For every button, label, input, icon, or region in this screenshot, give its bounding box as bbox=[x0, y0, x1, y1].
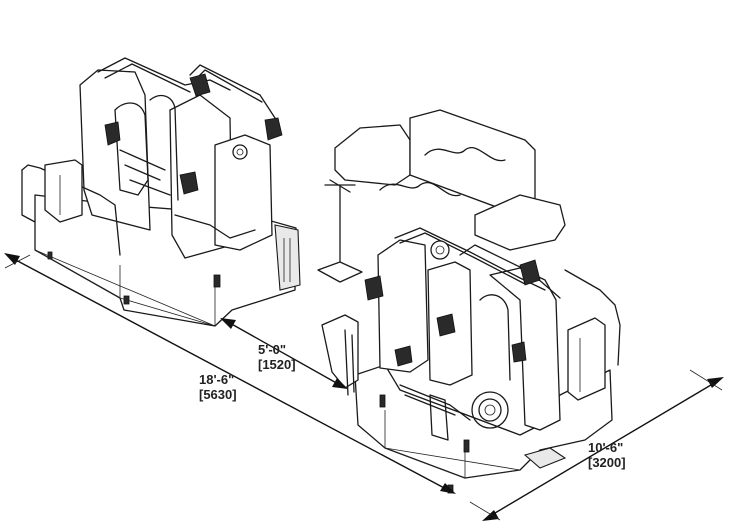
length-arrow-right bbox=[440, 483, 456, 494]
length-imperial: 18'-6" bbox=[199, 372, 235, 387]
gap-arrow-right bbox=[332, 378, 348, 389]
right-machine bbox=[317, 109, 621, 494]
width-arrow-right bbox=[707, 377, 724, 388]
left-machine bbox=[21, 57, 301, 327]
length-metric: [5630] bbox=[199, 387, 237, 402]
width-dimension-label: 10'-6" [3200] bbox=[588, 440, 626, 470]
length-dimension-line bbox=[11, 257, 449, 491]
width-arrow-left bbox=[482, 510, 499, 521]
length-dimension-label: 18'-6" [5630] bbox=[199, 372, 237, 402]
dimension-lines bbox=[4, 253, 724, 521]
gap-dimension-label: 5'-0" [1520] bbox=[258, 342, 296, 372]
gap-dimension-line bbox=[227, 321, 341, 386]
width-metric: [3200] bbox=[588, 455, 626, 470]
gap-metric: [1520] bbox=[258, 357, 296, 372]
gap-arrow-left bbox=[220, 318, 236, 329]
width-imperial: 10'-6" bbox=[588, 440, 624, 455]
gap-imperial: 5'-0" bbox=[258, 342, 287, 357]
length-arrow-left bbox=[4, 253, 20, 265]
width-dimension-line bbox=[489, 381, 717, 517]
